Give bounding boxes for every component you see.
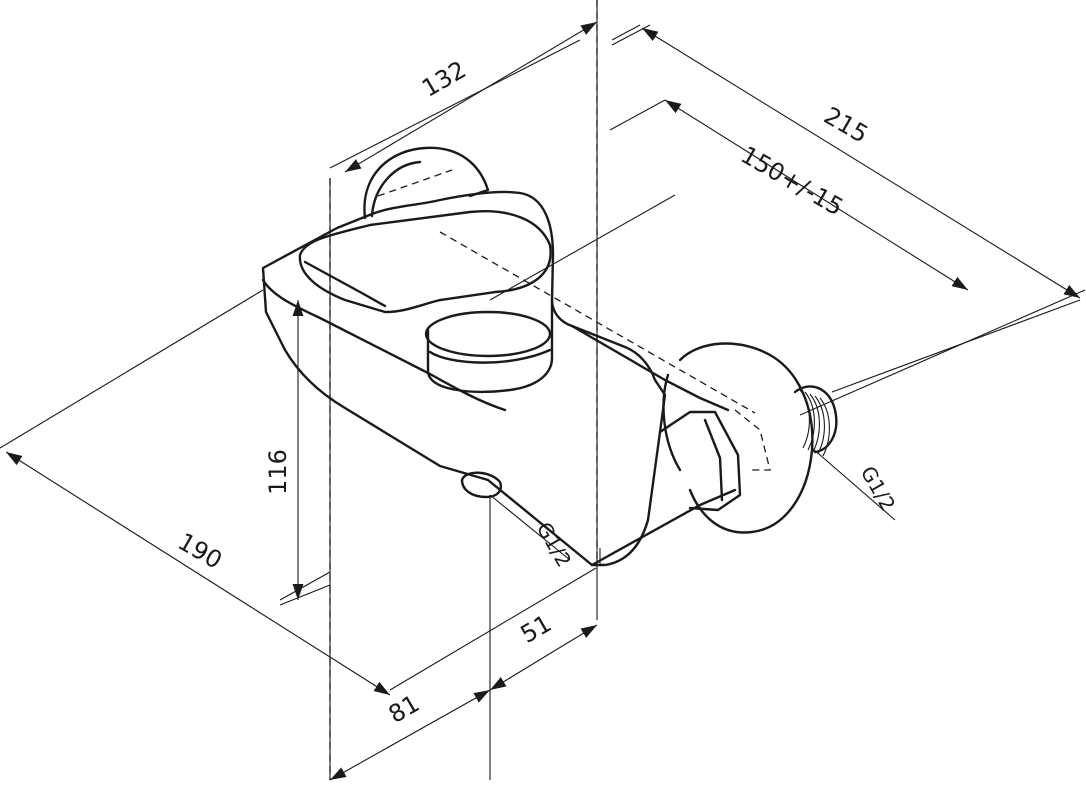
leader-g12-bottom (489, 494, 571, 561)
dim-132-line (344, 21, 598, 173)
extension-line-6 (611, 24, 651, 46)
arm-bottom-edge (590, 488, 737, 567)
dim-190-label: 190 (173, 527, 227, 574)
cartridge-mid-ring (428, 348, 552, 364)
extension-line-9 (799, 289, 1086, 416)
dim-81-line (329, 689, 491, 781)
thread-label-bottom: G1/2 (532, 518, 577, 571)
dim-51-line (489, 624, 598, 691)
inlet-nut (658, 410, 742, 512)
extension-line-10 (0, 289, 264, 449)
dim-51-label: 51 (516, 609, 556, 649)
extension-line-4 (489, 194, 676, 301)
extension-line-11 (389, 567, 597, 691)
axis-dashed-2 (377, 169, 453, 197)
dim-190-line (5, 451, 391, 696)
lever-handle (298, 210, 552, 314)
thread-ring-1 (799, 389, 810, 449)
extension-line-7 (611, 24, 641, 41)
leader-g12-right (811, 447, 896, 521)
lever-edge (303, 260, 387, 308)
dim-150-line (664, 99, 969, 291)
dimension-lines (0, 0, 1086, 781)
body-outline (261, 190, 667, 567)
thread-ring-5 (819, 397, 830, 457)
right-flange-back (662, 373, 682, 472)
thread-ring-3 (809, 393, 820, 453)
thread-ring-2 (804, 391, 815, 451)
dim-215-line (641, 27, 1081, 299)
extension-line-13 (279, 584, 331, 606)
dim-132-label: 132 (417, 55, 471, 102)
inlet-nut-edge (703, 418, 724, 502)
inlet-dashed (734, 409, 771, 471)
dim-116-label: 116 (264, 449, 292, 495)
body-edge-line (261, 278, 507, 412)
arm-top-edge (570, 324, 730, 412)
dim-116-ext-low (279, 571, 331, 601)
cartridge-top-ring (424, 310, 552, 358)
dim-150-label: 150+/-15 (736, 141, 848, 222)
right-flange (678, 342, 814, 534)
bottom-outlet (460, 471, 502, 499)
cartridge-cylinder (426, 298, 554, 393)
hidden-lines (329, 0, 771, 780)
thread-ring-4 (814, 395, 825, 455)
faucet-body (261, 146, 838, 567)
thread-label-right: G1/2 (856, 462, 901, 515)
extension-line-5 (609, 99, 666, 131)
